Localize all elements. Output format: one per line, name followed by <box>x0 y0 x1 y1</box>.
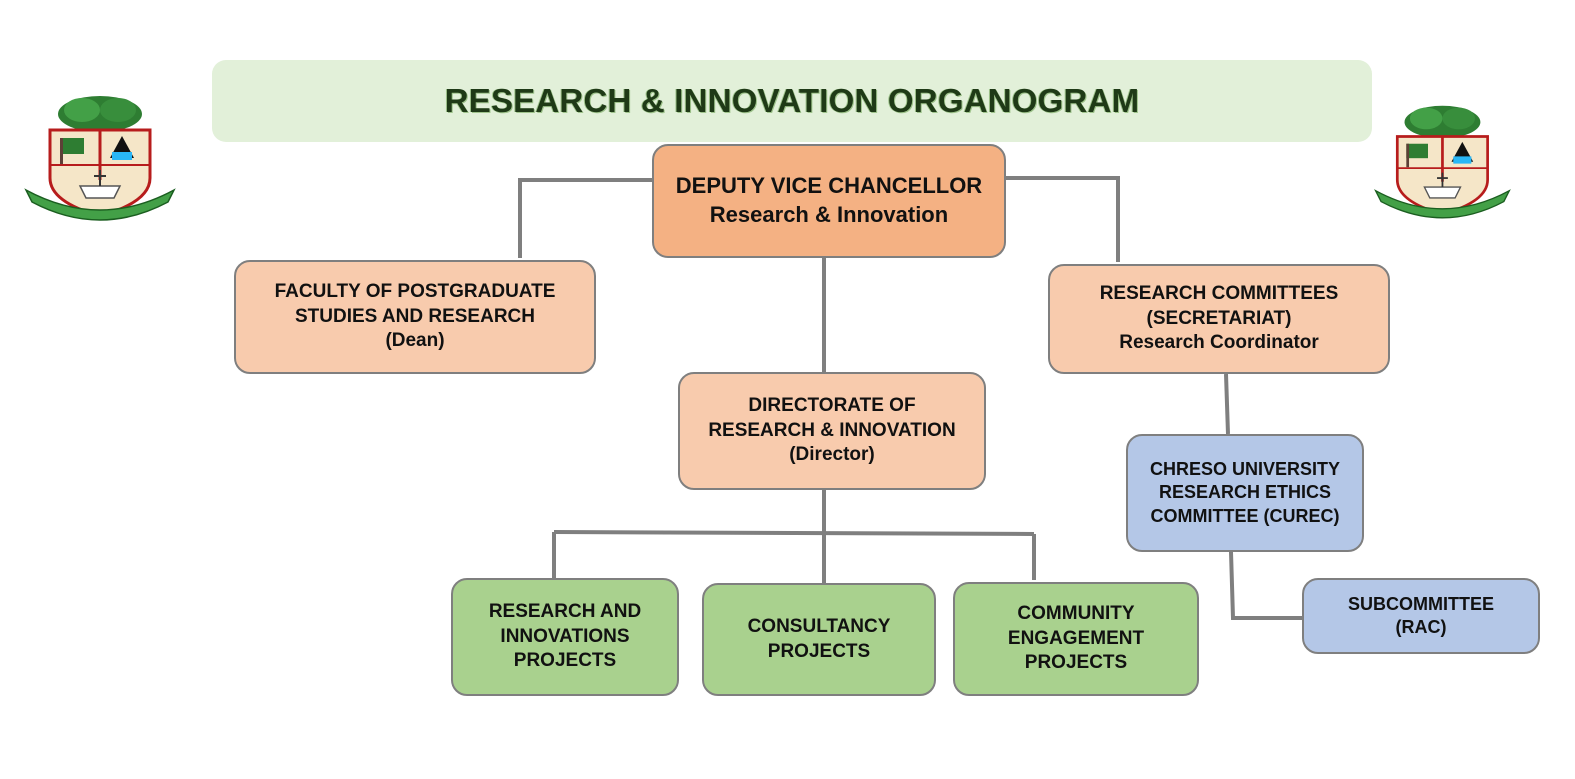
node-community-engagement: COMMUNITY ENGAGEMENT PROJECTS <box>953 582 1199 696</box>
link-dvc-faculty <box>518 178 652 258</box>
link-committees-curec <box>1224 373 1230 435</box>
node-consultancy-projects: CONSULTANCY PROJECTS <box>702 583 936 696</box>
research-projects-line-1: RESEARCH AND <box>488 600 642 622</box>
curec-line-3: COMMITTEE (CUREC) <box>1150 505 1340 526</box>
node-deputy-vice-chancellor: DEPUTY VICE CHANCELLOR Research & Innova… <box>652 144 1006 258</box>
subcommittee-line-2: (RAC) <box>1395 617 1447 637</box>
page-title: RESEARCH & INNOVATION ORGANOGRAM <box>444 82 1140 119</box>
university-crest-logo-right <box>1374 105 1511 219</box>
directorate-line-3: (Director) <box>789 444 875 466</box>
committees-line-1: RESEARCH COMMITTEES <box>1099 282 1339 304</box>
subcommittee-line-1: SUBCOMMITTEE <box>1348 593 1494 614</box>
directorate-line-2: RESEARCH & INNOVATION <box>708 419 956 441</box>
consultancy-line-1: CONSULTANCY <box>747 615 891 637</box>
community-line-1: COMMUNITY <box>1017 602 1135 624</box>
community-line-3: PROJECTS <box>1024 652 1128 674</box>
node-research-committees: RESEARCH COMMITTEES (SECRETARIAT) Resear… <box>1048 264 1390 374</box>
curec-line-2: RESEARCH ETHICS <box>1158 482 1332 503</box>
committees-line-2: (SECRETARIAT) <box>1146 307 1292 329</box>
node-directorate: DIRECTORATE OF RESEARCH & INNOVATION (Di… <box>678 372 986 490</box>
curec-line-1: CHRESO UNIVERSITY <box>1149 458 1341 479</box>
dvc-subtitle: Research & Innovation <box>709 202 949 227</box>
node-research-projects: RESEARCH AND INNOVATIONS PROJECTS <box>451 578 679 696</box>
university-crest-logo-left <box>24 96 176 221</box>
directorate-line-1: DIRECTORATE OF <box>748 394 916 416</box>
research-projects-line-2: INNOVATIONS <box>500 625 630 647</box>
node-subcommittee: SUBCOMMITTEE (RAC) <box>1302 578 1540 654</box>
link-curec-subcommittee <box>1229 551 1302 620</box>
community-line-2: ENGAGEMENT <box>1007 627 1145 649</box>
title-banner: RESEARCH & INNOVATION ORGANOGRAM <box>212 60 1372 142</box>
link-branch-horizontal <box>553 530 1035 536</box>
node-faculty-postgraduate: FACULTY OF POSTGRADUATE STUDIES AND RESE… <box>234 260 596 374</box>
link-dvc-committees <box>1005 176 1120 262</box>
faculty-line-1: FACULTY OF POSTGRADUATE <box>274 280 556 302</box>
committees-line-3: Research Coordinator <box>1119 332 1319 354</box>
faculty-line-2: STUDIES AND RESEARCH <box>295 305 535 327</box>
research-projects-line-3: PROJECTS <box>513 650 617 672</box>
faculty-line-3: (Dean) <box>385 330 445 352</box>
consultancy-line-2: PROJECTS <box>767 640 871 662</box>
dvc-title: DEPUTY VICE CHANCELLOR <box>675 173 983 199</box>
node-curec: CHRESO UNIVERSITY RESEARCH ETHICS COMMIT… <box>1126 434 1364 552</box>
